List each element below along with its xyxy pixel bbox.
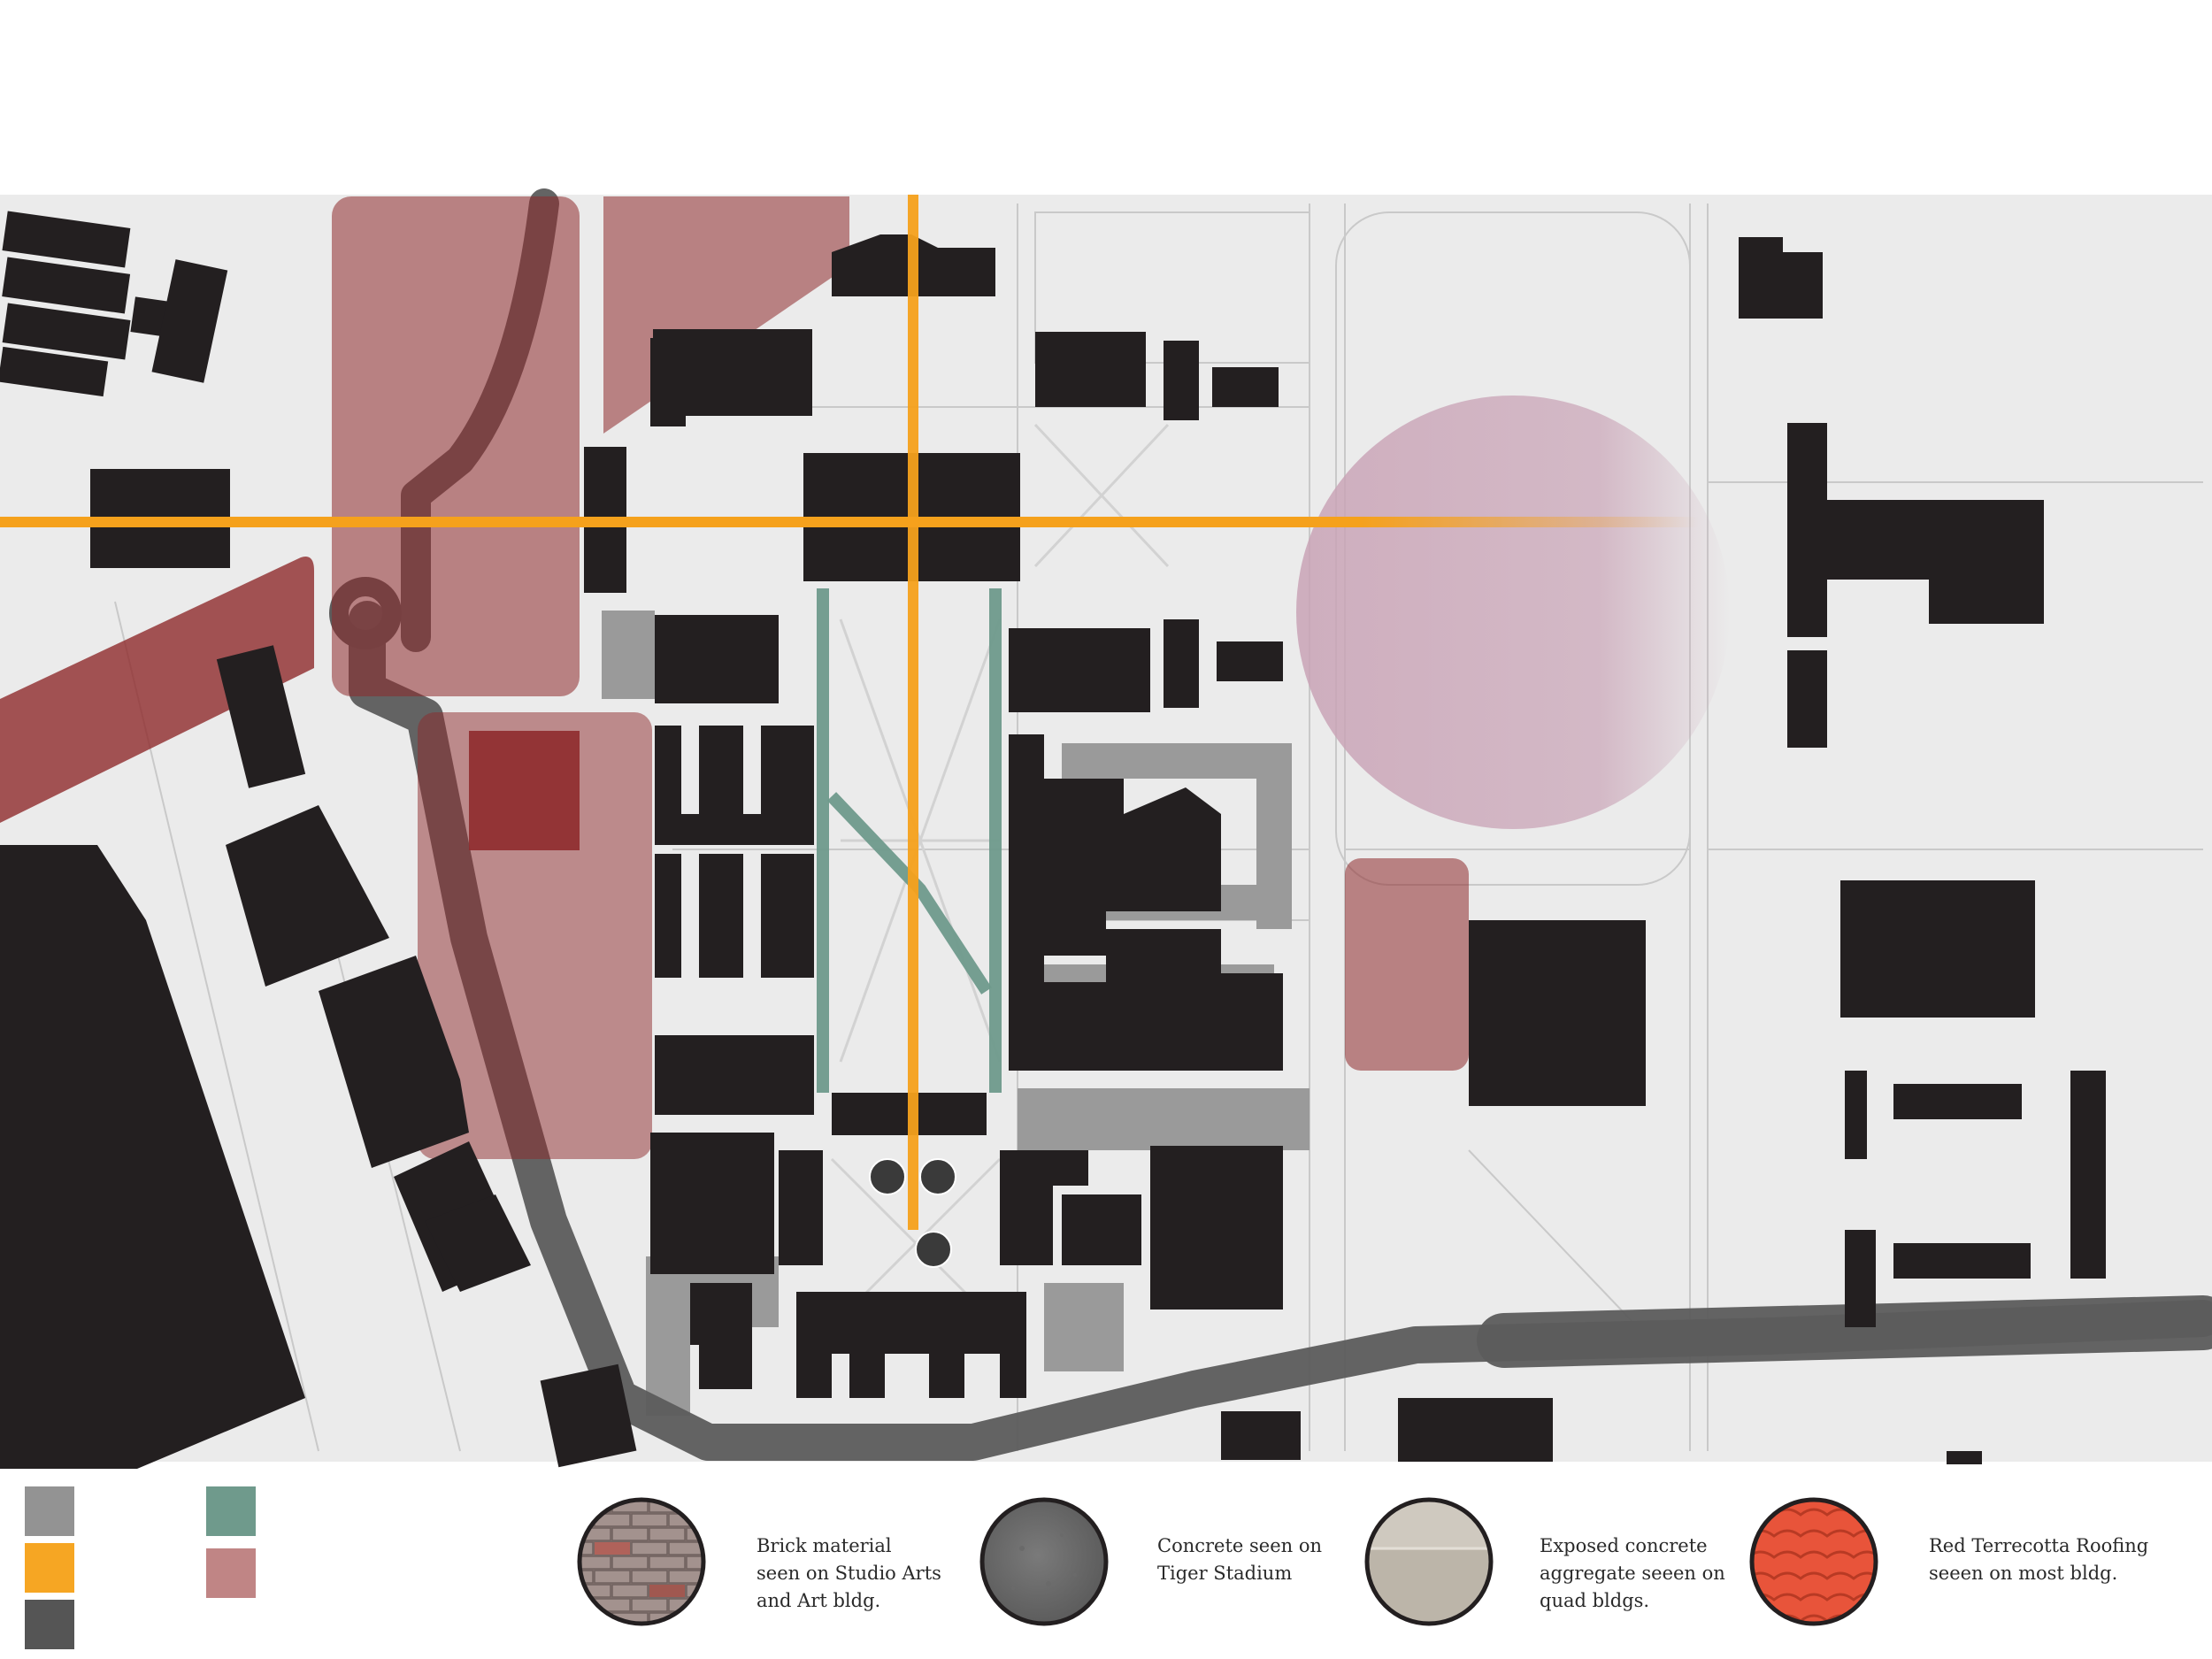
campus-site-plan-map — [0, 188, 2212, 1469]
brick-material-zones — [0, 196, 1469, 1159]
material-aggregate-label: Exposed concrete aggregate seeen on quad… — [1540, 1535, 1725, 1611]
stadium-zone — [1296, 396, 1730, 829]
material-brick-label: Brick material seen on Studio Arts and A… — [757, 1535, 941, 1611]
material-concrete-label: Concrete seen on Tiger Stadium — [1157, 1535, 1323, 1584]
legend-swatch-axis — [25, 1543, 74, 1593]
legend-swatch-brick-zone — [206, 1548, 256, 1598]
legend-swatch-road — [25, 1600, 74, 1649]
green-paths — [817, 588, 1002, 1093]
buildings — [0, 211, 2106, 1469]
brick-texture-icon — [577, 1497, 706, 1626]
terracotta-texture-icon — [1749, 1497, 1878, 1626]
tree-icons — [869, 1158, 956, 1268]
concrete-texture-icon — [979, 1497, 1109, 1626]
orange-axes — [0, 195, 1699, 1230]
legend-swatch-paving — [25, 1486, 74, 1536]
legend-swatch-green-path — [206, 1486, 256, 1536]
material-terracotta-label: Red Terrecotta Roofing seeen on most bld… — [1929, 1535, 2149, 1584]
material-concrete: Concrete seen on Tiger Stadium — [978, 1495, 1349, 1646]
material-brick: Brick material seen on Studio Arts and A… — [575, 1495, 973, 1646]
aggregate-texture-icon — [1364, 1497, 1494, 1626]
material-terracotta: Red Terrecotta Roofing seeen on most bld… — [1747, 1495, 2154, 1646]
material-aggregate: Exposed concrete aggregate seeen on quad… — [1363, 1495, 1752, 1646]
